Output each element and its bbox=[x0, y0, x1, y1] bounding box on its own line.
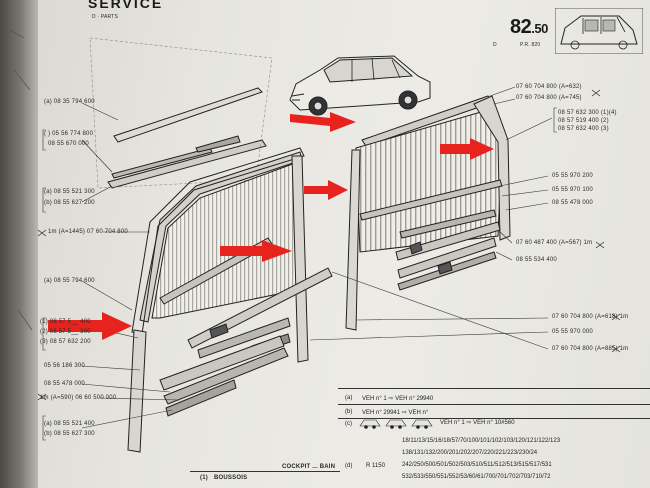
label-left-10: (3) 08 57 632 200 bbox=[40, 339, 91, 345]
label-left-13: 1m (A=590) 06 60 500 000 bbox=[40, 395, 117, 401]
label-left-11: 05 56 186 300 bbox=[44, 363, 85, 369]
row-a-text: VEH n° 1 ⇨ VEH n° 29940 bbox=[362, 396, 434, 402]
upper-left-strips bbox=[89, 37, 273, 189]
label-left-6: 1m (A=1445) 07 60 704 800 bbox=[48, 229, 128, 235]
page-number: 82.50 bbox=[510, 16, 548, 39]
binding-shadow bbox=[0, 0, 38, 488]
table-top-rule bbox=[338, 388, 650, 389]
red-arrow-4 bbox=[220, 240, 292, 262]
label-right-11: 07 60 704 800 (A=618) 1m bbox=[552, 314, 629, 320]
footer-note-2-text: COCKPIT ... BAIN bbox=[282, 464, 336, 470]
label-right-12: 05 55 970 000 bbox=[552, 329, 593, 335]
label-left-8: (1) 08 57 5__ 400 bbox=[40, 319, 91, 325]
label-left-4: (a) 08 55 521 300 bbox=[44, 189, 95, 195]
row-d-line-4: 532/533/550/551/552/53/60/61/700/701/702… bbox=[402, 474, 551, 480]
header-car-thumbnail bbox=[555, 8, 643, 54]
red-arrows bbox=[48, 112, 494, 340]
leader-lines bbox=[81, 86, 553, 429]
row-c-text: VEH n° 1 ⇨ VEH n° 10#560 bbox=[440, 420, 515, 426]
red-arrow-3 bbox=[304, 180, 348, 200]
label-right-13: 07 60 704 800 (A=885) 1m bbox=[552, 346, 629, 352]
row-d-line-1: 18/11/13/15/16/18/57/70/100/101/102/103/… bbox=[402, 438, 561, 444]
label-left-9: (2) 08 57 5__ 300 bbox=[40, 329, 91, 335]
label-left-1: (a) 08 35 794 600 bbox=[44, 99, 95, 105]
top-logo-sub: D · PARTS bbox=[92, 14, 119, 20]
label-left-2: ( ) 05 56 774 800 bbox=[44, 131, 94, 137]
row-d-label: (d) bbox=[345, 463, 353, 469]
rear-door-frame bbox=[345, 95, 511, 331]
row-a-label: (a) bbox=[345, 395, 353, 401]
row-d-line-2: 138/131/132/200/201/202/207/220/221/223/… bbox=[402, 450, 538, 456]
label-left-7: (a) 08 55 794 600 bbox=[44, 278, 95, 284]
red-arrow-1 bbox=[290, 112, 356, 132]
footer-rule bbox=[190, 471, 340, 472]
label-right-8: 08 55 478 000 bbox=[552, 200, 593, 206]
row-c-label: (c) bbox=[345, 421, 352, 427]
scissors-icons bbox=[37, 89, 621, 401]
label-right-9: 07 60 487 400 (A=567) 1m bbox=[516, 240, 593, 246]
label-right-4: 08 57 519 400 (2) bbox=[558, 118, 609, 124]
row-d-line-3: 242/250/500/501/502/503/510/511/512/513/… bbox=[402, 462, 552, 468]
footer-note-1-text: BOUSSOIS bbox=[214, 475, 248, 481]
row-b-text: VEH n° 29941 ⇨ VEH n° bbox=[362, 410, 429, 416]
label-right-1: 07 60 704 800 (A=632) bbox=[516, 84, 582, 90]
page-small-left: D bbox=[493, 42, 497, 48]
table-c-car-icons bbox=[359, 419, 433, 429]
row-d-ref: R 1150 bbox=[366, 463, 385, 469]
label-left-3: 08 55 670 000 bbox=[48, 141, 89, 147]
page-number-main: 82 bbox=[510, 16, 532, 38]
label-left-12: 08 55 478 000 bbox=[44, 381, 85, 387]
left-page-marks bbox=[9, 29, 33, 331]
label-right-7: 05 55 970 100 bbox=[552, 187, 593, 193]
label-right-6: 05 55 970 200 bbox=[552, 173, 593, 179]
label-left-5: (b) 08 55 627 200 bbox=[44, 200, 95, 206]
label-brackets bbox=[42, 107, 557, 441]
label-right-2: 07 60 704 800 (A=745) bbox=[516, 95, 582, 101]
front-door-frame bbox=[127, 147, 333, 453]
label-right-3: 08 57 632 300 (1)(4) bbox=[558, 110, 617, 116]
row-b-label: (b) bbox=[345, 409, 353, 415]
label-left-15: (b) 08 55 627 300 bbox=[44, 431, 95, 437]
page-small-right: P.R. 820 bbox=[520, 42, 541, 48]
red-arrow-5 bbox=[48, 312, 132, 340]
table-rule-a bbox=[338, 404, 650, 405]
top-logo: SERVICE bbox=[88, 0, 164, 11]
red-arrow-2 bbox=[440, 138, 494, 160]
label-left-14: (a) 08 55 521 400 bbox=[44, 421, 95, 427]
label-right-10: 08 55 534 400 bbox=[516, 257, 557, 263]
page-number-suffix: .50 bbox=[531, 21, 548, 36]
label-right-5: 08 57 632 400 (3) bbox=[558, 126, 609, 132]
footer-note-1-number: (1) bbox=[200, 475, 208, 481]
table-rule-b bbox=[338, 418, 650, 419]
car-illustration bbox=[289, 55, 431, 116]
